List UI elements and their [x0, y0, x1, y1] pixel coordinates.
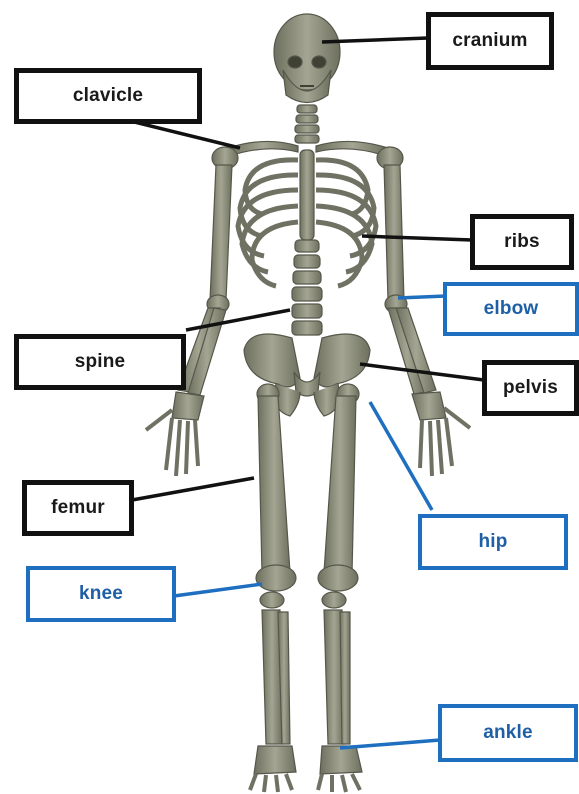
leader-line-knee — [174, 584, 262, 596]
label-clavicle: clavicle — [14, 68, 202, 124]
label-ribs: ribs — [470, 214, 574, 270]
label-cranium: cranium — [426, 12, 554, 70]
leader-line-ribs — [362, 236, 472, 240]
left-arm — [146, 165, 232, 476]
lumbar-spine — [292, 240, 322, 335]
label-ankle: ankle — [438, 704, 578, 762]
left-leg — [250, 396, 296, 792]
leader-line-ankle — [340, 740, 440, 748]
label-hip: hip — [418, 514, 568, 570]
leader-line-spine — [186, 310, 290, 330]
skull — [274, 14, 340, 103]
leader-line-femur — [132, 478, 254, 500]
label-elbow: elbow — [443, 282, 579, 336]
label-knee: knee — [26, 566, 176, 622]
right-leg — [318, 396, 362, 792]
skeleton-illustration — [146, 14, 470, 792]
label-spine: spine — [14, 334, 186, 390]
label-pelvis: pelvis — [482, 360, 579, 416]
label-femur: femur — [22, 480, 134, 536]
leader-line-elbow — [398, 296, 446, 298]
cervical-spine — [295, 105, 319, 143]
sternum — [300, 150, 314, 240]
